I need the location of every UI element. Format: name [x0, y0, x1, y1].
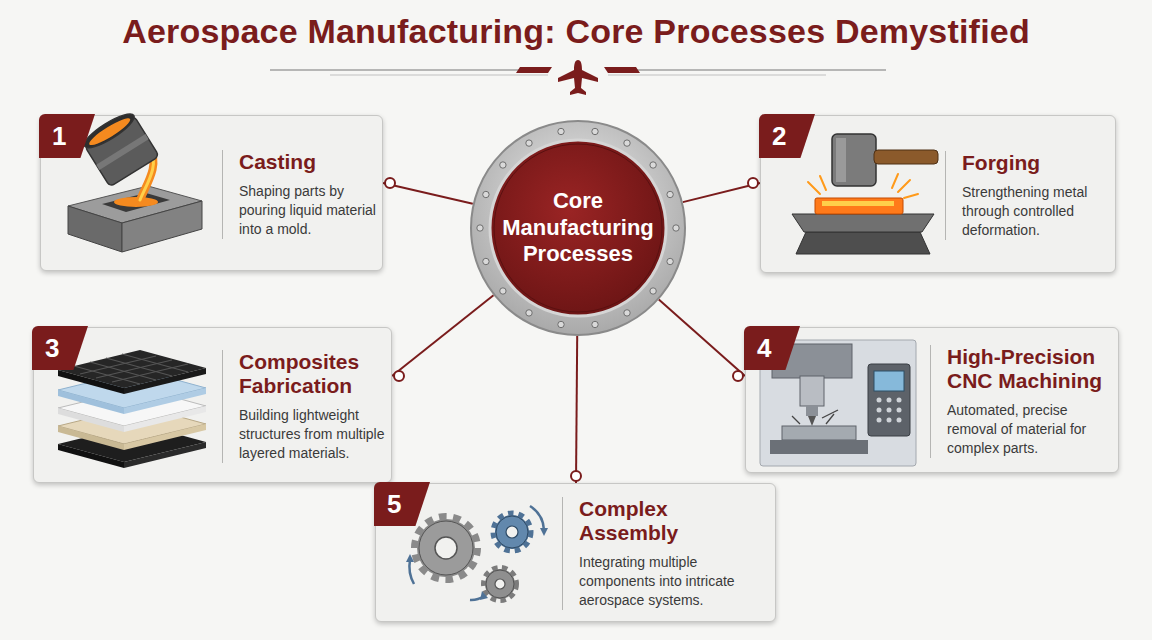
process-box: 1CastingShaping parts by pouring liquid …	[40, 115, 383, 271]
connector	[571, 336, 581, 483]
text-column: ForgingStrengthening metal through contr…	[945, 151, 1107, 240]
connector-line	[392, 295, 494, 376]
connector-line	[576, 336, 577, 483]
connector-dot	[385, 178, 395, 188]
callout-number: 2	[759, 114, 815, 158]
callout-number: 4	[744, 326, 800, 370]
process-heading: Forging	[962, 151, 1107, 175]
process-box: 4 High-Precision CNC MachiningAutomated, …	[745, 327, 1119, 473]
process-description: Building lightweight structures from mul…	[239, 406, 385, 463]
hub-label: Core Manufacturing Processes	[500, 188, 656, 267]
hub-circle: Core Manufacturing Processes	[470, 120, 686, 336]
connector-dot	[733, 371, 743, 381]
process-box: 2ForgingStrengthening metal through cont…	[760, 115, 1116, 273]
process-description: Integrating multiple components into int…	[579, 553, 763, 610]
text-column: CastingShaping parts by pouring liquid m…	[222, 150, 379, 239]
cnc-machine-icon	[760, 340, 916, 466]
connector	[392, 295, 494, 381]
process-description: Automated, precise removal of material f…	[947, 401, 1109, 458]
hub-text-wrap: Core Manufacturing Processes	[470, 120, 686, 336]
connector	[659, 300, 745, 381]
connector-dot	[571, 471, 581, 481]
process-heading: Composites Fabrication	[239, 350, 385, 398]
callout-number: 3	[32, 326, 88, 370]
connector-dot	[748, 178, 758, 188]
process-box: 3Composites FabricationBuilding lightwei…	[33, 327, 392, 483]
connector-line	[659, 300, 745, 376]
callout-number: 5	[374, 482, 430, 526]
forging-icon	[792, 134, 938, 254]
connector	[683, 178, 760, 202]
text-column: Composites FabricationBuilding lightweig…	[222, 350, 385, 463]
process-description: Strengthening metal through controlled d…	[962, 183, 1107, 240]
process-heading: Casting	[239, 150, 379, 174]
casting-icon	[68, 109, 202, 252]
process-heading: High-Precision CNC Machining	[947, 345, 1109, 393]
gears-icon	[406, 506, 548, 600]
connector-dot	[394, 371, 404, 381]
title-ornament	[270, 60, 886, 95]
process-description: Shaping parts by pouring liquid material…	[239, 182, 379, 239]
connector-line	[383, 183, 473, 204]
process-heading: Complex Assembly	[579, 497, 763, 545]
process-box: 5 Complex AssemblyIntegrating multiple co…	[375, 483, 776, 622]
text-column: High-Precision CNC MachiningAutomated, p…	[930, 345, 1109, 458]
callout-number: 1	[39, 114, 95, 158]
diagram-title: Aerospace Manufacturing: Core Processes …	[0, 12, 1152, 51]
composites-icon	[58, 350, 206, 468]
connector	[383, 178, 473, 204]
text-column: Complex AssemblyIntegrating multiple com…	[562, 497, 763, 610]
